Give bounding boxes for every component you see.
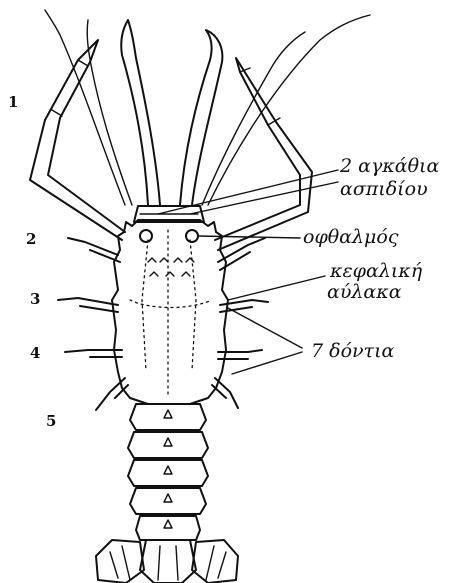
abdomen-segment-2 [128, 432, 208, 458]
leader-groove [228, 276, 325, 300]
left-horn [121, 20, 160, 205]
right-uropod [192, 540, 238, 583]
walking-legs [58, 238, 268, 410]
abdomen-segment-1 [130, 404, 206, 430]
left-antenna-inner-line [87, 20, 132, 205]
leg-number-2: 2 [26, 230, 36, 248]
leader-teeth-1 [228, 308, 302, 348]
rostrum-horns [121, 20, 222, 205]
tail-fan [96, 540, 238, 583]
leg-1-right [215, 58, 312, 250]
leg-5-right [212, 378, 238, 408]
leader-eye [198, 236, 300, 238]
left-antenna [45, 10, 125, 205]
leg-number-5: 5 [46, 412, 56, 430]
carapace-spines [148, 258, 194, 276]
carapace-outline [112, 220, 228, 404]
leader-teeth-2 [232, 352, 302, 374]
leg-number-1: 1 [8, 93, 18, 111]
label-groove-line-1: κεφαλική [329, 260, 423, 282]
leg-3-left [58, 298, 118, 312]
telson [140, 540, 196, 583]
left-uropod [96, 540, 144, 583]
abdomen [128, 404, 208, 540]
label-teeth: 7 δόντια [311, 340, 395, 362]
leg-2-left [68, 238, 120, 262]
tail-fan-ribs [110, 546, 226, 580]
eyes [140, 230, 198, 242]
callout-labels: 2 αγκάθια ασπιδίου οφθαλμός κεφαλική αύλ… [303, 155, 439, 362]
label-eye: οφθαλμός [303, 226, 399, 248]
leg-1-left-segment [52, 60, 88, 116]
leg-5-left [96, 378, 128, 410]
abdomen-segment-3 [128, 460, 208, 486]
antennae [45, 10, 370, 205]
leg-number-4: 4 [30, 344, 40, 362]
right-antenna-inner-line [202, 32, 305, 205]
label-spines-line-1: 2 αγκάθια [339, 155, 439, 177]
right-eye-icon [186, 230, 198, 242]
left-eye-icon [140, 230, 152, 242]
leg-number-3: 3 [30, 290, 40, 308]
right-horn [180, 30, 222, 205]
leg-numbers: 1 2 3 4 5 [8, 93, 56, 430]
abdomen-midline-marks [164, 410, 172, 528]
label-groove-line-2: αύλακα [327, 281, 402, 303]
abdomen-segment-4 [130, 488, 206, 514]
label-spines-line-2: ασπιδίου [340, 178, 428, 200]
